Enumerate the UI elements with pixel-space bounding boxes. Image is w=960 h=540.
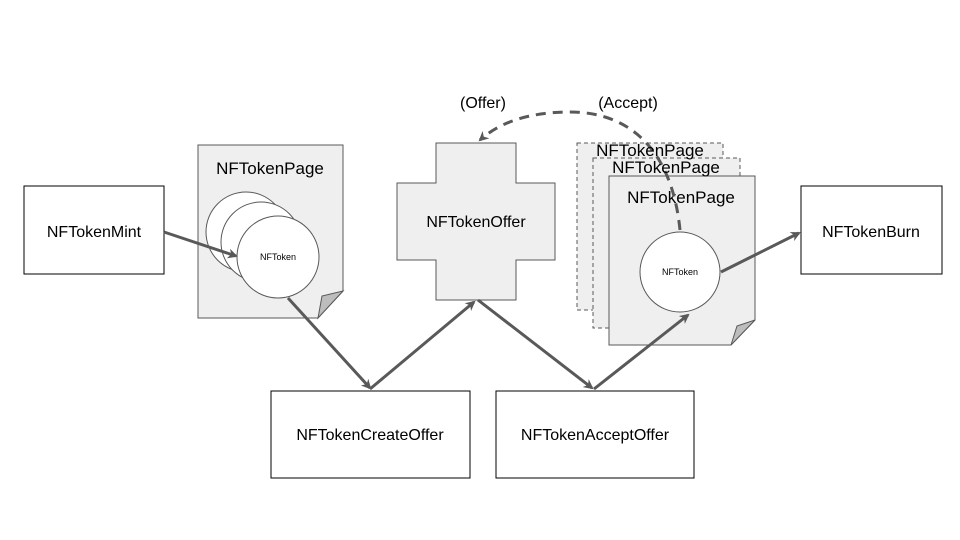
arrow-accept-offer-to-token	[593, 313, 690, 391]
nftoken-page-2-title: NFTokenPage	[627, 188, 735, 207]
nftoken-accept-offer-label: NFTokenAcceptOffer	[521, 427, 670, 444]
nftoken-offer-shape: NFTokenOffer	[396, 142, 556, 301]
arrow-dashed-accept-offer-cycle	[478, 110, 682, 231]
stacked-page-title-back: NFTokenPage	[596, 141, 704, 160]
arrow-mint-to-token	[163, 230, 238, 259]
arrow-token-to-burn	[720, 231, 801, 274]
nftoken-burn-label: NFTokenBurn	[822, 224, 920, 241]
nftoken-create-offer-box: NFTokenCreateOffer	[270, 390, 471, 479]
arrow-offer-to-accept-offer	[477, 298, 594, 390]
nftoken-circle-2	[639, 231, 721, 313]
folded-corner	[317, 290, 345, 320]
nftoken-offer-label: NFTokenOffer	[426, 214, 526, 231]
accept-annotation: (Accept)	[598, 95, 658, 112]
nftoken-label: NFToken	[260, 252, 296, 262]
nftoken-create-offer-label: NFTokenCreateOffer	[296, 427, 444, 444]
nftoken-page-1: NFTokenPage NFToken	[197, 144, 345, 320]
nftoken-label-2: NFToken	[662, 267, 698, 277]
nftoken-page-1-title: NFTokenPage	[216, 159, 324, 178]
arrow-create-offer-to-offer	[369, 300, 476, 391]
nftoken-accept-offer-box: NFTokenAcceptOffer	[495, 390, 695, 479]
arrows	[163, 110, 801, 391]
nftoken-burn-box: NFTokenBurn	[800, 185, 943, 275]
nftoken-mint-label: NFTokenMint	[47, 224, 142, 241]
offer-annotation: (Offer)	[460, 95, 506, 112]
nftoken-page-stack: NFTokenPage NFToken	[576, 142, 756, 346]
folded-corner	[730, 319, 756, 346]
stacked-page-title-mid: NFTokenPage	[612, 158, 720, 177]
arrow-page-to-create-offer	[286, 296, 372, 390]
nftoken-mint-box: NFTokenMint	[23, 185, 165, 275]
